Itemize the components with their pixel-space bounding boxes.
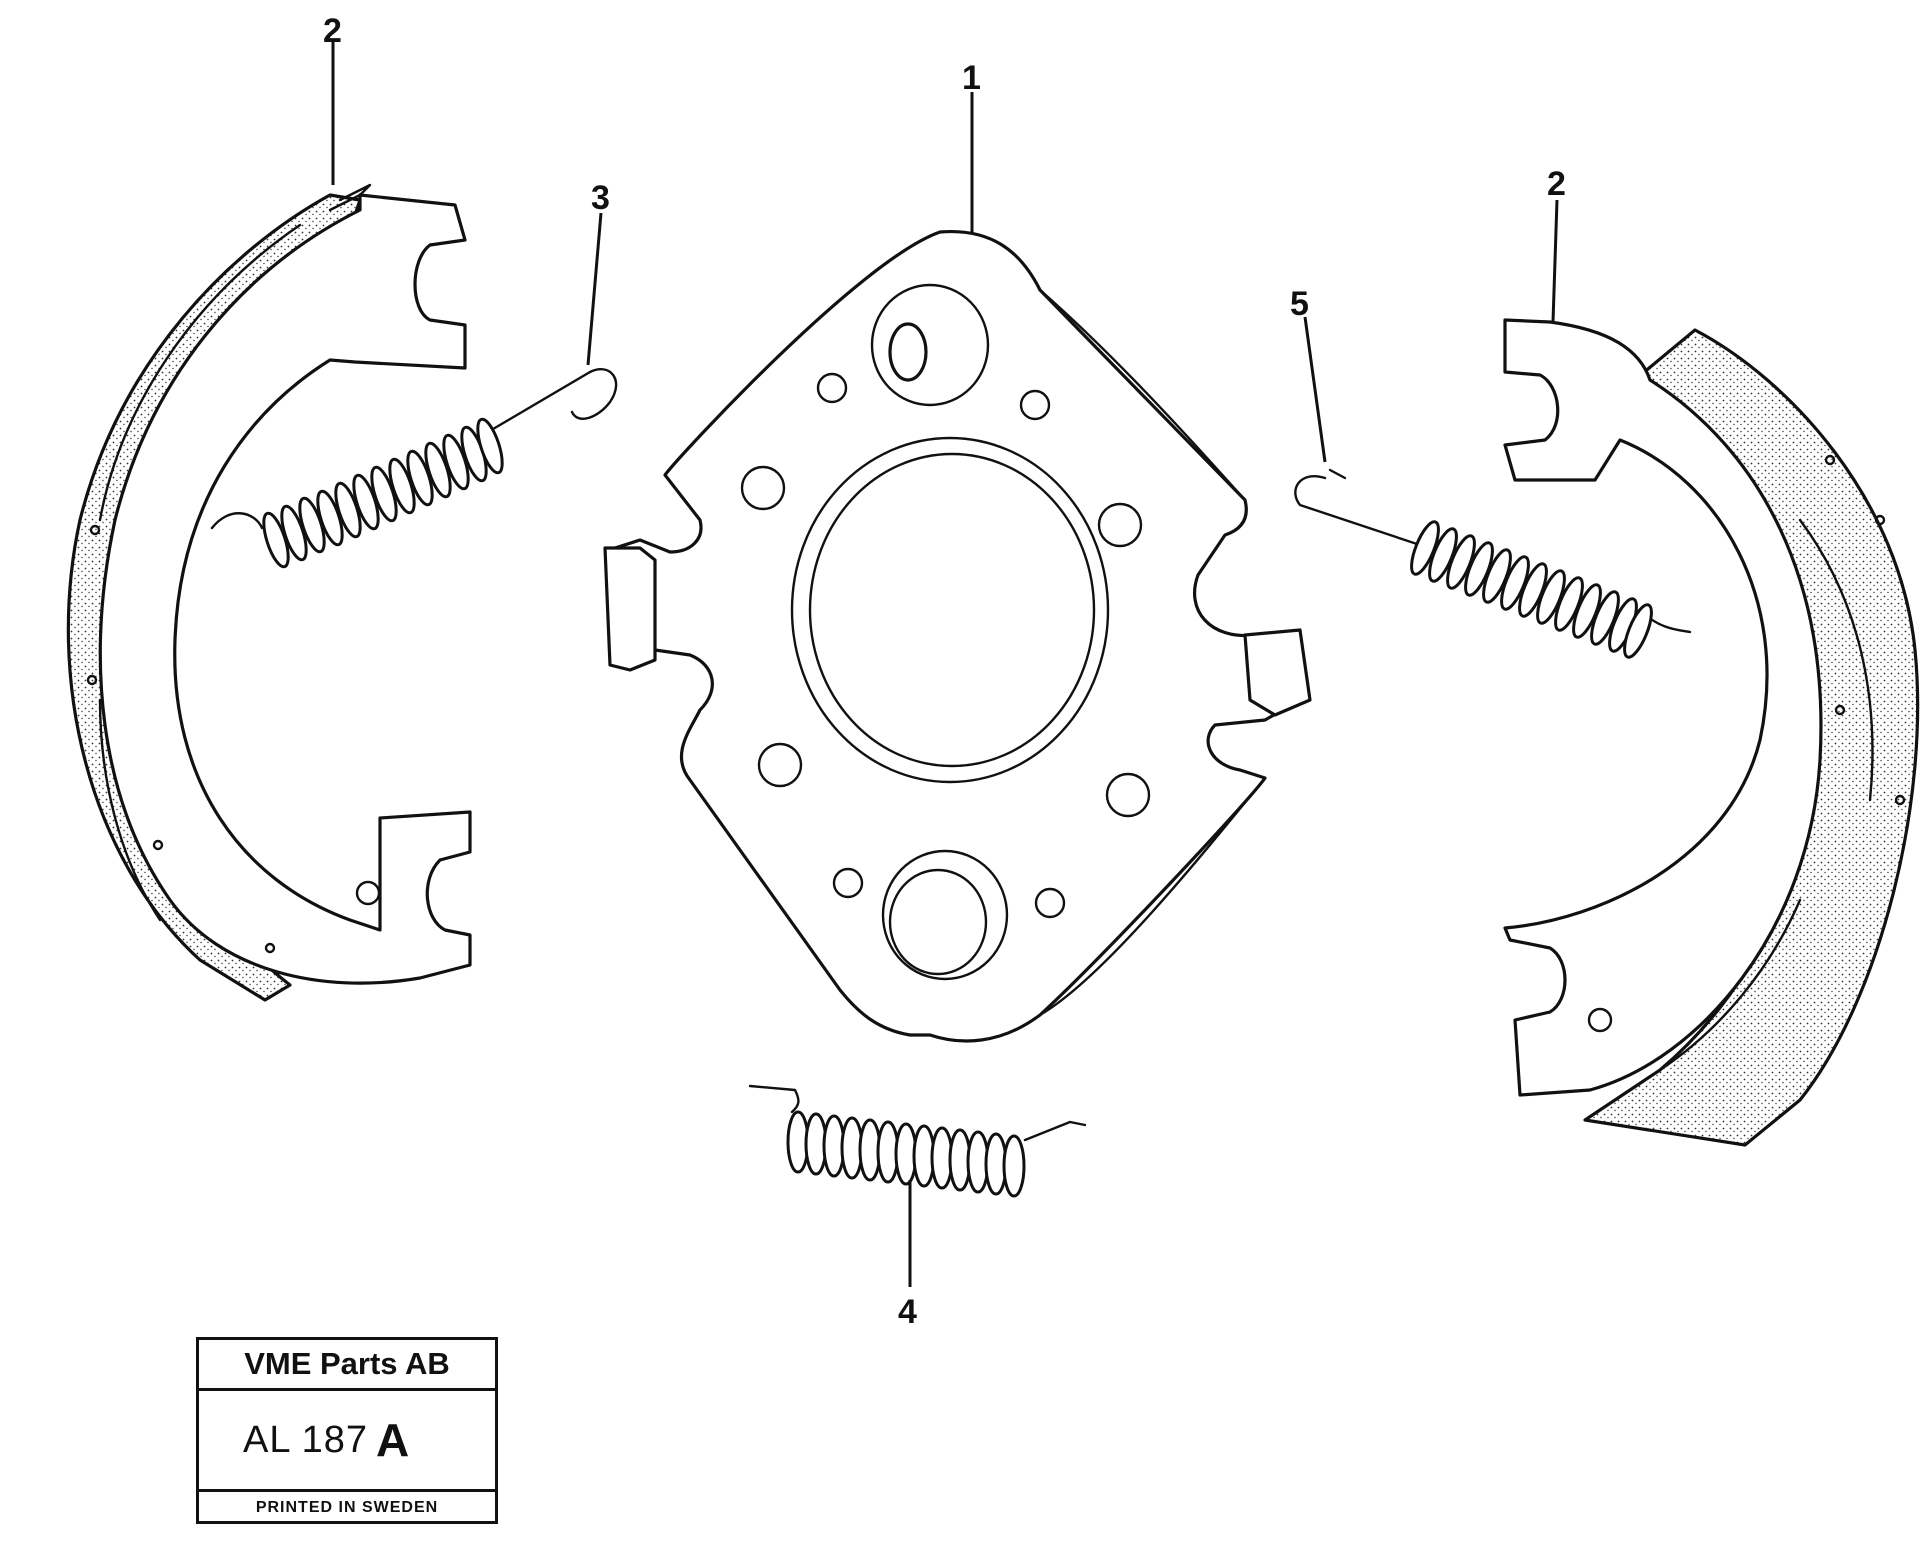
return-spring-upper-right <box>1294 468 1692 659</box>
revision-letter: A <box>376 1414 411 1466</box>
title-stamp: VME Parts AB AL 187 A PRINTED IN SWEDEN <box>196 1337 498 1524</box>
callout-lever-left: 2 <box>323 12 342 50</box>
brake-shoe-left <box>66 183 472 1002</box>
callout-spring-lower: 4 <box>898 1293 917 1331</box>
callout-spring-upper-left: 3 <box>591 179 610 217</box>
leader-lines <box>331 42 1559 1287</box>
anchor-plate <box>603 229 1312 1043</box>
printed-in-label: PRINTED IN SWEDEN <box>255 1499 439 1516</box>
callout-anchor-plate: 1 <box>962 59 981 97</box>
return-spring-lower <box>748 1084 1087 1198</box>
brake-shoe-right <box>1503 318 1920 1147</box>
company-name: VME Parts AB <box>199 1340 495 1391</box>
drawing-number-row: AL 187 A <box>199 1391 495 1492</box>
callout-spring-upper-right: 5 <box>1290 285 1309 323</box>
callout-shoe-right: 2 <box>1547 165 1566 203</box>
return-spring-upper-left <box>210 368 618 569</box>
drawing-number: AL 187 <box>243 1418 369 1461</box>
